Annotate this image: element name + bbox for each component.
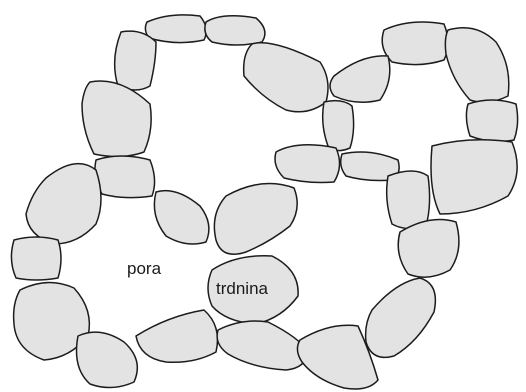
grain	[145, 15, 206, 43]
grain	[275, 145, 340, 183]
grain	[77, 332, 138, 387]
grain	[136, 310, 218, 362]
solid-label: trdnina	[216, 279, 269, 298]
grain	[95, 156, 155, 198]
grain	[115, 31, 156, 90]
grain	[217, 321, 308, 370]
grain	[26, 164, 101, 244]
grain	[431, 140, 517, 214]
grain	[323, 101, 354, 151]
grain	[214, 184, 297, 255]
grain	[154, 191, 209, 244]
grain	[205, 16, 265, 45]
grain	[82, 81, 151, 157]
grain	[366, 278, 436, 357]
pore-label: pora	[127, 259, 162, 278]
grain	[445, 28, 508, 103]
grain	[382, 22, 448, 65]
grain	[387, 171, 430, 229]
grain	[466, 100, 517, 141]
grain	[11, 237, 61, 280]
grain	[330, 56, 390, 102]
grain	[398, 220, 459, 278]
grain	[244, 43, 328, 112]
